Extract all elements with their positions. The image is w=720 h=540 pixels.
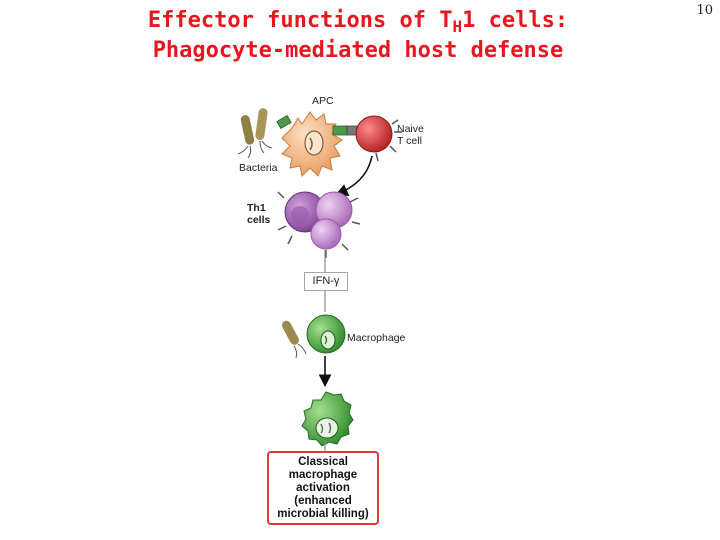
- naive-label-line2: T cell: [397, 135, 422, 147]
- title-line-1: Effector functions of TH1 cells:: [147, 8, 569, 36]
- bacteria-icon: [237, 108, 273, 159]
- slide-number: 10: [696, 3, 713, 18]
- naive-t-cell: [355, 115, 402, 162]
- bacteria-label: Bacteria: [239, 162, 278, 174]
- th1-cells: [277, 191, 361, 258]
- th1-label-line1: Th1: [247, 202, 266, 214]
- macrophage-label: Macrophage: [347, 332, 406, 344]
- outcome-line-4: (enhanced: [294, 495, 352, 507]
- title-line-2: Phagocyte-mediated host defense: [152, 38, 564, 63]
- apc-cell: [276, 111, 358, 178]
- outcome-line-2: macrophage: [288, 469, 358, 481]
- differentiation-arrow: [335, 155, 373, 196]
- activated-macrophage: [301, 391, 354, 447]
- outcome-line-5: microbial killing): [277, 508, 369, 520]
- slide-title: Effector functions of TH1 cells: Phagocy…: [0, 6, 716, 66]
- th1-label-line2: cells: [247, 214, 271, 226]
- bacterium-icon: [281, 320, 307, 359]
- macrophage-cell: [306, 314, 346, 354]
- naive-label-line1: Naive: [397, 123, 424, 135]
- outcome-line-1: Classical: [298, 456, 348, 468]
- outcome-box: Classical macrophage activation (enhance…: [267, 451, 379, 525]
- ifn-gamma-box: IFN-γ: [304, 272, 348, 291]
- apc-label: APC: [312, 95, 334, 107]
- outcome-line-3: activation: [296, 482, 350, 494]
